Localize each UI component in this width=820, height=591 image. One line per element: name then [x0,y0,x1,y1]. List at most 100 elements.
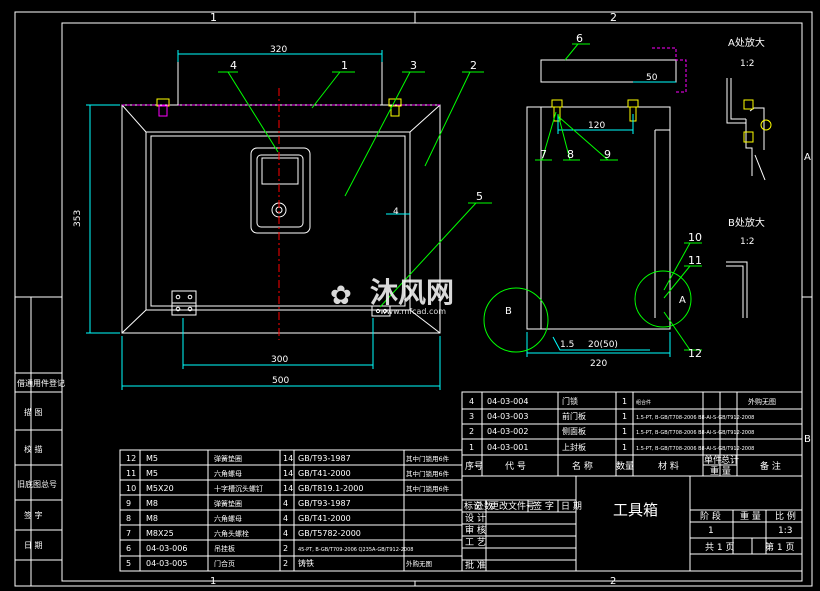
bom-row-name: 六角螺母 [214,469,242,478]
side-dimensions [526,81,676,357]
bom-header-qty: 数量 [616,460,634,472]
bom-row-no: 6 [126,544,131,553]
bom-row-note: 外购无图 [748,397,776,406]
weld-symbol: 1.5 [560,340,574,350]
bom-header-no: 序号 [465,460,483,472]
sheet-count: 共 1 页 [705,542,734,553]
bom-row-no: 7 [126,529,131,538]
front-leaders [218,71,492,308]
bom-row-name: 侧面板 [562,426,586,436]
bom-row-code: M8X25 [146,529,174,538]
side-label: 借通用件登记 [17,378,65,388]
circle-label-a: A [679,295,686,306]
bom-row-qty: 1 [622,397,627,406]
frame-row-b: B [804,434,811,445]
bom-row-code: 04-03-005 [146,559,187,568]
frame-row-a: A [804,152,811,163]
quantity-value: 1 [708,526,714,536]
bom-row-material: 组合件 [636,399,651,406]
side-label: 校 描 [24,444,43,454]
bom-row-name: 十字槽沉头螺钉 [214,484,263,493]
door-lock-outer [250,147,311,234]
bom-row-code: M5 [146,454,158,463]
bom-row-no: 2 [469,427,474,436]
rev-header: 签 字 [533,500,554,512]
side-view [483,43,702,357]
bom-header-total: 总计 [721,454,739,466]
side-bolt-left [551,99,563,108]
balloon-11: 11 [688,254,702,267]
detail-circle-b [483,287,549,353]
stage-header: 阶 段 [700,510,721,522]
circle-label-b: B [505,306,512,317]
bom-row-note: 其中门锁用6件 [406,469,450,478]
dim-300: 300 [271,355,288,365]
dim-4: 4 [393,207,399,217]
watermark: 沐风网 www.mfcad.com ✿ [330,276,454,316]
detail-b-title: B处放大 [728,216,765,229]
bom-row-note: 其中门锁用6件 [406,454,450,463]
frame-col-2-bottom: 2 [610,576,616,587]
drawing-title: 工具箱 [613,501,658,519]
dim-120: 120 [588,121,605,131]
bolt-left [156,98,170,117]
front-door-panel [145,131,411,311]
frame-col-1-bottom: 1 [210,576,216,587]
bom-row-qty: 4 [283,529,288,538]
rev-header: 标记 [464,500,482,512]
dim-50: 50 [646,73,658,83]
balloon-3: 3 [410,59,417,72]
sign-label: 设 计 [465,512,486,524]
bom-row-qty: 4 [283,499,288,508]
bom-row-name: 吊挂板 [214,544,235,553]
bom-row-name: 门合页 [214,559,235,568]
side-hanger-hidden [652,47,687,93]
side-label: 日 期 [24,541,43,550]
bom-row-material: 1.5-PT, B-GB/T708-2006 B8-Al-S-GB/T912-2… [636,415,754,421]
bom-row-qty: 4 [283,514,288,523]
sign-label: 审 核 [465,524,486,536]
balloon-2: 2 [470,59,477,72]
bom-row-material: GB/T41-2000 [298,514,351,523]
bom-row-name: 六角头螺栓 [214,529,249,538]
watermark-url: www.mfcad.com [380,307,446,316]
rev-header: 更改文件号 [490,500,535,512]
bom-row-code: M5 [146,469,158,478]
stage-header: 重 量 [740,510,761,522]
front-view [86,50,492,390]
bom-row-code: M8 [146,499,158,508]
bom-row-qty: 1 [622,412,627,421]
stage-header: 比 例 [775,510,796,522]
sign-label: 批 准 [465,559,486,571]
bom-row-code: 04-03-004 [487,397,528,406]
bom-header-note: 备 注 [760,460,781,472]
bom-header-unit: 单件 [704,454,722,466]
bom-grid [119,391,803,572]
bom-row-material: 铸铁 [298,558,314,568]
bom-row-code: M8 [146,514,158,523]
bom-row-no: 10 [126,484,136,493]
balloon-9: 9 [604,148,611,161]
title-block: 工具箱 标记 处数 更改文件号 签 字 日 期 设 计 审 核 工 艺 批 准 … [464,500,796,571]
door-lock-inner [256,154,304,228]
dim-320: 320 [270,45,287,55]
bom-row-material: GB/T93-1987 [298,499,351,508]
side-label: 签 字 [24,510,43,520]
bom-header-weight: 重 量 [710,465,731,477]
bom-row-no: 8 [126,514,131,523]
balloon-8: 8 [567,148,574,161]
detail-a-scale: 1:2 [740,59,754,69]
bom-row-material: 1.5-PT, B-GB/T708-2006 B8-Al-S-GB/T912-2… [636,430,754,436]
dim-220: 220 [590,359,607,369]
bom-row-code: M5X20 [146,484,174,493]
balloon-7: 7 [540,148,547,161]
hanger-left [170,60,179,106]
sign-label: 工 艺 [465,537,486,548]
balloon-4: 4 [230,59,237,72]
frame-col-2: 2 [610,11,617,24]
bom-row-code: 04-03-006 [146,544,187,553]
rev-header: 日 期 [561,501,582,512]
bom-row-no: 5 [126,559,131,568]
side-bolt-right [627,99,639,108]
